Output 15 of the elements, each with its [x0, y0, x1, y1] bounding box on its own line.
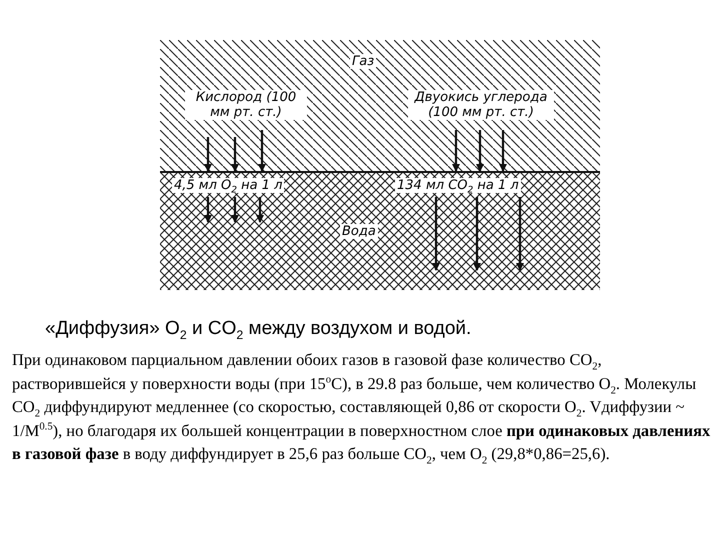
region-label: Газ: [350, 54, 376, 69]
arrow: [499, 130, 507, 172]
concentration-label: 4,5 мл O$_{2}$ на 1 л: [172, 178, 284, 193]
arrow: [231, 137, 239, 172]
arrow: [258, 130, 266, 172]
caption-paragraph: При одинаковом парциальном давлении обоих газов в газовой фазе количество CO$_{2}$, растворившейся у поверхности воды (при 15$^{o}$C), в 29.8 раз больше, чем количество O$_{2}$. Молекулы CO$_{2}$ диффундируют медленнее (со скоростью, составляющей 0,86 от скорости O$_{2}$. Vдиффузии ~ 1/M$^{0.5}$), но благодаря их большей концентрации в поверхностном слое при одинаковых давлениях в газовой фазе в воду диффундирует в 25,6 раз больше CO$_{2}$, чем O$_{2}$ (29,8*0,86=25,6).: [12, 349, 712, 466]
title: «Диффузия» O$_{2}$ и CO$_{2}$ между воздухом и водой.: [45, 318, 472, 340]
concentration-label: 134 мл CO$_{2}$ на 1 л: [395, 178, 521, 193]
arrow: [476, 130, 484, 172]
gas-label: Кислород (100 мм рт. ст.): [185, 90, 307, 120]
water-layer: [160, 172, 600, 290]
region-label: Вода: [340, 224, 378, 239]
arrow: [204, 137, 212, 172]
arrow: [452, 130, 460, 172]
gas-label: Двуокись углерода (100 мм рт. ст.): [408, 90, 554, 120]
